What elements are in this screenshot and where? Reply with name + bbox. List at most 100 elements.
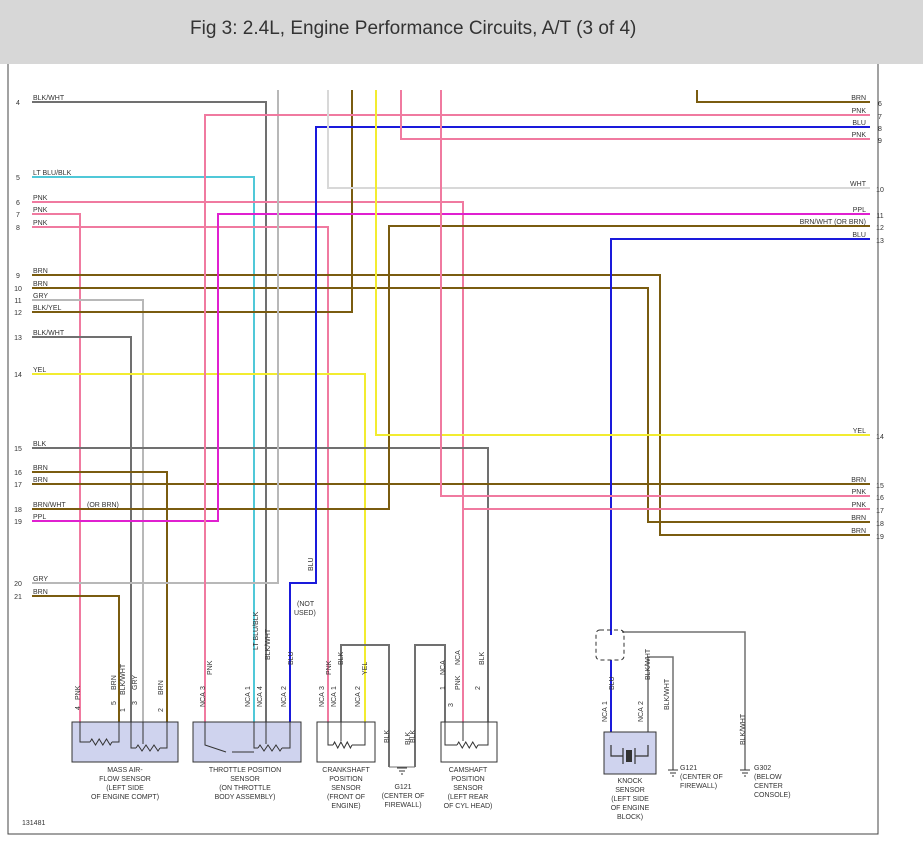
wires <box>32 90 870 770</box>
caption-tps-2: (ON THROTTLE <box>219 785 271 792</box>
wire-r14-yel <box>375 90 870 436</box>
left-wire-num-13: 13 <box>14 335 22 342</box>
caption-cmp-0: CAMSHAFT <box>449 767 488 774</box>
left-wire-label-5: LT BLU/BLK <box>33 170 72 177</box>
left-wire-label-17: BRN <box>33 477 48 484</box>
left-wire-num-5: 5 <box>16 175 20 182</box>
caption-cmp-3: (LEFT REAR <box>448 794 489 801</box>
caption-maf-0: MASS AIR- <box>107 767 143 774</box>
right-wire-label-14: YEL <box>853 428 866 435</box>
caption-g302-1: (BELOW <box>754 774 782 781</box>
caption-tps-1: SENSOR <box>230 776 260 783</box>
pin-tps-9: NCA <box>281 692 288 707</box>
caption-cmp-2: SENSOR <box>453 785 483 792</box>
not-used-1: (NOT <box>297 601 315 608</box>
pin-ckp-4: 1 <box>331 686 338 690</box>
left-wire-num-17: 17 <box>14 482 22 489</box>
left-wire-num-20: 20 <box>14 581 22 588</box>
right-wire-label-8: BLU <box>852 120 866 127</box>
caption-tps-3: BODY ASSEMBLY) <box>215 794 276 801</box>
tps-box <box>192 721 302 763</box>
wire-19-ppl <box>32 213 870 522</box>
right-wire-label-17: PNK <box>852 502 867 509</box>
left-wire-label-15: BLK <box>33 441 47 448</box>
right-wire-label-13: BLU <box>852 232 866 239</box>
caption-g121a-1: (CENTER OF <box>382 793 425 800</box>
left-wire-label-7: PNK <box>33 207 48 214</box>
pin-maf-9: BRN <box>158 680 165 695</box>
ckp-box <box>316 721 376 763</box>
maf-pot <box>135 744 161 752</box>
knock-shield <box>595 629 625 661</box>
left-wire-label-4: BLK/WHT <box>33 95 65 102</box>
pin-ckp-8: YEL <box>362 662 369 675</box>
caption-ckp-2: SENSOR <box>331 785 361 792</box>
wire-7-pnk <box>32 213 81 722</box>
caption-g121b-2: FIREWALL) <box>680 783 717 790</box>
caption-g302-3: CONSOLE) <box>754 792 791 799</box>
left-wire-num-21: 21 <box>14 594 22 601</box>
right-wire-label-15: BRN <box>851 477 866 484</box>
caption-maf-3: OF ENGINE COMPT) <box>91 794 159 801</box>
figure-id: 131481 <box>22 820 45 827</box>
pin-cmp-3: 3 <box>448 703 455 707</box>
left-wire-num-11: 11 <box>14 298 21 305</box>
left-wire-num-10: 10 <box>14 286 22 293</box>
caption-knock-3: OF ENGINE <box>611 805 650 812</box>
pin-tps-3: NCA <box>245 692 252 707</box>
left-wire-label-18: BRN/WHT <box>33 502 66 509</box>
ckp-pot-leads <box>327 722 366 746</box>
right-wire-label-16: PNK <box>852 489 867 496</box>
wire-6-pnk <box>32 201 464 722</box>
wire-r16-pnk <box>440 90 870 497</box>
caption-g121a-2: FIREWALL) <box>384 802 421 809</box>
caption-tps-0: THROTTLE POSITION <box>209 767 281 774</box>
pin-ground_labels-3: BLK/WHT <box>740 713 747 745</box>
wire-18-brn-wht <box>32 225 870 510</box>
right-wire-label-7: PNK <box>852 108 867 115</box>
pin-cmp-0: BLK <box>405 731 412 745</box>
wire-r10-wht <box>327 90 870 189</box>
right-wire-num-16: 16 <box>876 495 884 502</box>
wire-15-blk <box>32 447 489 722</box>
caption-cmp-1: POSITION <box>451 776 484 783</box>
pin-maf-2: 5 <box>111 701 118 705</box>
caption-g121a-0: G121 <box>394 784 411 791</box>
tps-switch-leads <box>204 722 291 753</box>
left-wire-label-21: BRN <box>33 589 48 596</box>
left-wire-label-16: BRN <box>33 465 48 472</box>
right-wire-num-6: 6 <box>878 101 882 108</box>
caption-ckp-0: CRANKSHAFT <box>322 767 370 774</box>
maf-pot-leads <box>130 722 168 749</box>
wire-21-brn <box>32 595 120 722</box>
caption-ckp-4: ENGINE) <box>331 803 360 810</box>
pin-tps-6: NCA <box>257 692 264 707</box>
left-wire-num-6: 6 <box>16 200 20 207</box>
wire-20-gry <box>32 90 279 584</box>
caption-g302-2: CENTER <box>754 783 783 790</box>
right-wire-label-12: BRN/WHT (OR BRN) <box>800 219 866 226</box>
wire-r13-blu <box>610 238 870 635</box>
maf-thermistor-leads <box>79 722 120 743</box>
pin-knock-0: NCA <box>602 707 609 722</box>
pin-tps-5: LT BLU/BLK <box>253 611 260 650</box>
right-wire-num-18: 18 <box>876 521 884 528</box>
left-wire-label-10: BRN <box>33 281 48 288</box>
pin-tps-2: PNK <box>207 660 214 675</box>
pin-knock-4: 2 <box>638 701 645 705</box>
caption-knock-0: KNOCK <box>618 778 643 785</box>
left-wire-num-12: 12 <box>14 310 22 317</box>
pin-ckp-6: NCA <box>355 692 362 707</box>
blu-label: BLU <box>308 557 315 571</box>
left-wire-label-12: BLK/YEL <box>33 305 62 312</box>
wire-13-blk-wht <box>32 336 132 722</box>
left-wire-num-8: 8 <box>16 225 20 232</box>
pin-knock-1: 1 <box>602 701 609 705</box>
left-wire-label-14: YEL <box>33 367 46 374</box>
wire-16-brn <box>32 471 168 722</box>
right-wire-num-9: 9 <box>878 138 882 145</box>
caption-knock-2: (LEFT SIDE <box>611 796 649 803</box>
left-wire-label-9: BRN <box>33 268 48 275</box>
left-wire-label-13: BLK/WHT <box>33 330 65 337</box>
